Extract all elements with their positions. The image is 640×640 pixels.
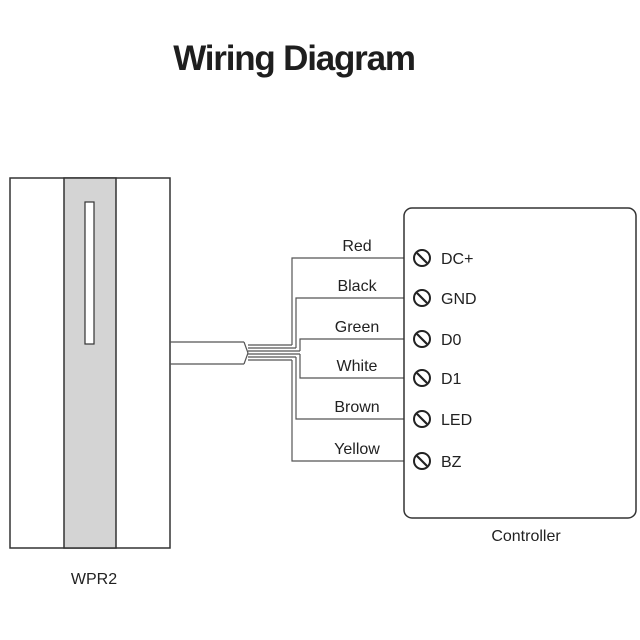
reader-label: WPR2 [71,571,117,588]
wire-white [299,354,414,379]
terminal-screw-icon [413,452,431,470]
terminal-label: D0 [441,332,462,349]
terminal-label: D1 [441,371,462,388]
reader-device [9,177,171,549]
wire-red [291,257,414,345]
terminal-screw-icon [413,330,431,348]
terminal-label: DC+ [441,251,473,268]
terminal-label: GND [441,291,477,308]
controller-box [403,207,637,519]
wire-label: Green [335,319,379,336]
wire-label: Brown [334,399,379,416]
wire-yellow [291,360,414,462]
controller-label: Controller [491,528,561,545]
wire-green [299,338,414,351]
terminal-screw-icon [413,289,431,307]
wire-brown [295,357,414,420]
diagram-title: Wiring Diagram [173,39,415,78]
terminal-label: LED [441,412,472,429]
wire-label: White [337,358,378,375]
terminal-label: BZ [441,454,462,471]
wire-black [295,297,414,348]
wire-bundle [248,344,300,361]
terminal-screw-icon [413,369,431,387]
wire-label: Black [337,278,377,295]
cable [170,341,249,365]
wire-label: Yellow [334,441,380,458]
reader-slot [84,201,95,345]
wire-label: Red [342,238,371,255]
terminal-screw-icon [413,410,431,428]
terminal-screw-icon [413,249,431,267]
